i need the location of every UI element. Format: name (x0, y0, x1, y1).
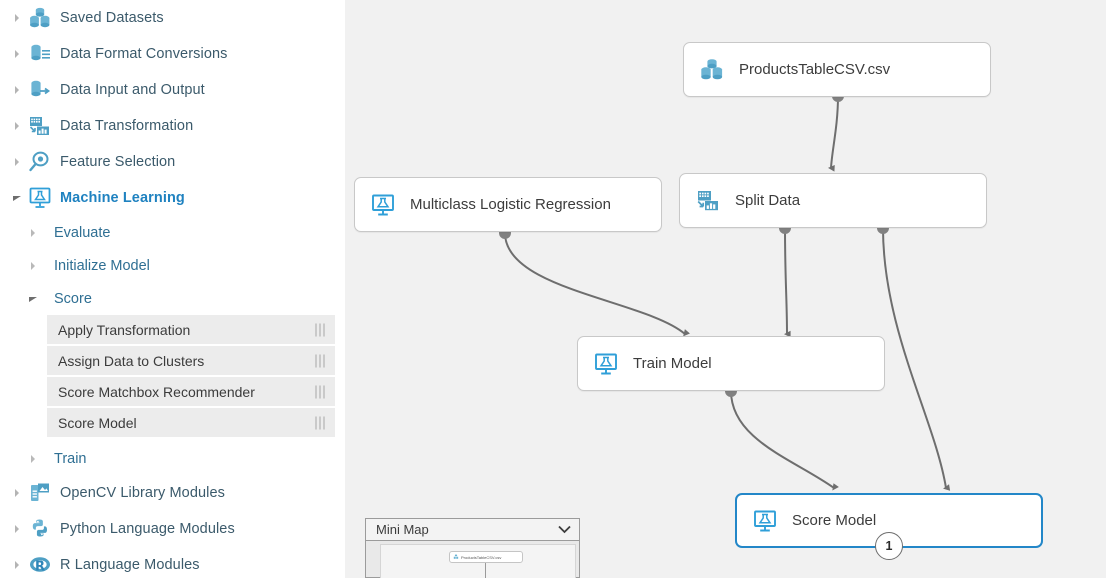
chevron-right-icon[interactable] (24, 224, 42, 242)
mini-map-viewport[interactable]: ProductsTableCSV.csv (380, 544, 576, 578)
sidebar-subitem-train[interactable]: Train (0, 442, 345, 475)
drag-handle-icon[interactable] (315, 385, 325, 398)
dataset-icon (453, 554, 459, 559)
edge-dataset-to-split (827, 95, 839, 172)
sidebar-item-label: Data Transformation (60, 118, 194, 134)
module-label: Score Matchbox Recommender (58, 383, 255, 400)
chevron-right-icon[interactable] (8, 81, 26, 99)
svg-text:R: R (35, 560, 45, 575)
node-label: Train Model (633, 355, 712, 372)
data-transform-icon (693, 187, 723, 215)
chevron-right-icon[interactable] (8, 520, 26, 538)
canvas-node-train-model[interactable]: Train Model (577, 336, 885, 391)
data-format-icon (26, 41, 54, 67)
node-label: Split Data (735, 192, 801, 209)
edge-train-to-score (730, 390, 839, 491)
mini-map-title: Mini Map (376, 522, 429, 537)
chevron-right-icon[interactable] (24, 450, 42, 468)
sidebar-item-label: Feature Selection (60, 154, 176, 170)
datasets-icon (26, 5, 54, 31)
r-language-icon: R (26, 552, 54, 578)
canvas-node-score-model[interactable]: Score Model 1 (735, 493, 1043, 560)
chevron-right-icon[interactable] (8, 484, 26, 502)
chevron-down-icon[interactable] (558, 521, 571, 539)
feature-selection-icon (26, 149, 54, 175)
canvas-node-split-data[interactable]: Split Data (679, 173, 987, 228)
module-icon (591, 350, 621, 378)
chevron-right-icon[interactable] (8, 153, 26, 171)
data-transform-icon (26, 113, 54, 139)
drag-handle-icon[interactable] (315, 323, 325, 336)
sidebar-item-data-transformation[interactable]: Data Transformation (0, 108, 345, 144)
sidebar-item-label: Saved Datasets (60, 10, 164, 26)
edge-mlr-to-train (504, 232, 690, 337)
sidebar-item-label: R Language Modules (60, 557, 200, 573)
sidebar-subitem-label: Evaluate (54, 224, 111, 241)
sidebar-item-machine-learning[interactable]: Machine Learning (0, 180, 345, 216)
sidebar-item-label: Data Input and Output (60, 82, 205, 98)
dataset-icon (697, 56, 727, 84)
chevron-right-icon[interactable] (8, 9, 26, 27)
sidebar-subitem-label: Score (54, 290, 92, 307)
mini-map-panel[interactable]: Mini Map ProductsTableCSV.csv (365, 518, 580, 578)
module-icon (368, 191, 398, 219)
chevron-right-icon[interactable] (8, 117, 26, 135)
node-label: Multiclass Logistic Regression (410, 196, 611, 213)
chevron-right-icon[interactable] (24, 257, 42, 275)
mini-map-edge (485, 563, 486, 578)
sidebar-subitem-initialize-model[interactable]: Initialize Model (0, 249, 345, 282)
sidebar-subitem-score[interactable]: Score (0, 282, 345, 315)
sidebar-item-label: OpenCV Library Modules (60, 485, 225, 501)
module-icon (750, 507, 780, 535)
module-label: Score Model (58, 414, 137, 431)
node-label: ProductsTableCSV.csv (739, 61, 891, 78)
machine-learning-icon (26, 185, 54, 211)
edge-split-to-score (882, 227, 951, 491)
node-label: Score Model (792, 512, 877, 529)
drag-handle-icon[interactable] (315, 354, 325, 367)
connection-edges (499, 90, 951, 491)
module-label: Assign Data to Clusters (58, 352, 205, 369)
sidebar-subitem-label: Initialize Model (54, 257, 150, 274)
canvas-node-dataset[interactable]: ProductsTableCSV.csv (683, 42, 991, 97)
module-assign-data-to-clusters[interactable]: Assign Data to Clusters (47, 346, 335, 377)
sidebar-subitem-evaluate[interactable]: Evaluate (0, 216, 345, 249)
canvas-node-multiclass-logistic-regression[interactable]: Multiclass Logistic Regression (354, 177, 662, 232)
chevron-right-icon[interactable] (8, 556, 26, 574)
chevron-down-icon[interactable] (24, 290, 42, 308)
opencv-icon (26, 480, 54, 506)
status-badge: 1 (875, 532, 903, 560)
sidebar-item-label: Python Language Modules (60, 521, 235, 537)
module-apply-transformation[interactable]: Apply Transformation (47, 315, 335, 346)
sidebar-subitem-label: Train (54, 450, 87, 467)
chevron-right-icon[interactable] (8, 45, 26, 63)
sidebar-item-label: Data Format Conversions (60, 46, 228, 62)
python-icon (26, 516, 54, 542)
experiment-canvas[interactable]: ProductsTableCSV.csv Multiclass Logistic… (345, 0, 1106, 578)
module-score-matchbox-recommender[interactable]: Score Matchbox Recommender (47, 377, 335, 408)
chevron-down-icon[interactable] (8, 189, 26, 207)
sidebar-item-label: Machine Learning (60, 190, 185, 206)
sidebar-item-r-language-modules[interactable]: R R Language Modules (0, 547, 345, 578)
module-palette-sidebar[interactable]: Saved Datasets Data Format Conversions (0, 0, 345, 578)
mini-map-header[interactable]: Mini Map (366, 519, 579, 541)
module-label: Apply Transformation (58, 321, 191, 338)
sidebar-item-opencv-library-modules[interactable]: OpenCV Library Modules (0, 475, 345, 511)
data-io-icon (26, 77, 54, 103)
sidebar-item-saved-datasets[interactable]: Saved Datasets (0, 0, 345, 36)
sidebar-item-feature-selection[interactable]: Feature Selection (0, 144, 345, 180)
sidebar-item-data-input-and-output[interactable]: Data Input and Output (0, 72, 345, 108)
module-score-model[interactable]: Score Model (47, 408, 335, 439)
mini-map-node-label: ProductsTableCSV.csv (461, 554, 502, 560)
drag-handle-icon[interactable] (315, 416, 325, 429)
sidebar-item-python-language-modules[interactable]: Python Language Modules (0, 511, 345, 547)
edge-split-to-train (784, 227, 791, 338)
mini-map-node-dataset: ProductsTableCSV.csv (449, 551, 523, 563)
sidebar-item-data-format-conversions[interactable]: Data Format Conversions (0, 36, 345, 72)
